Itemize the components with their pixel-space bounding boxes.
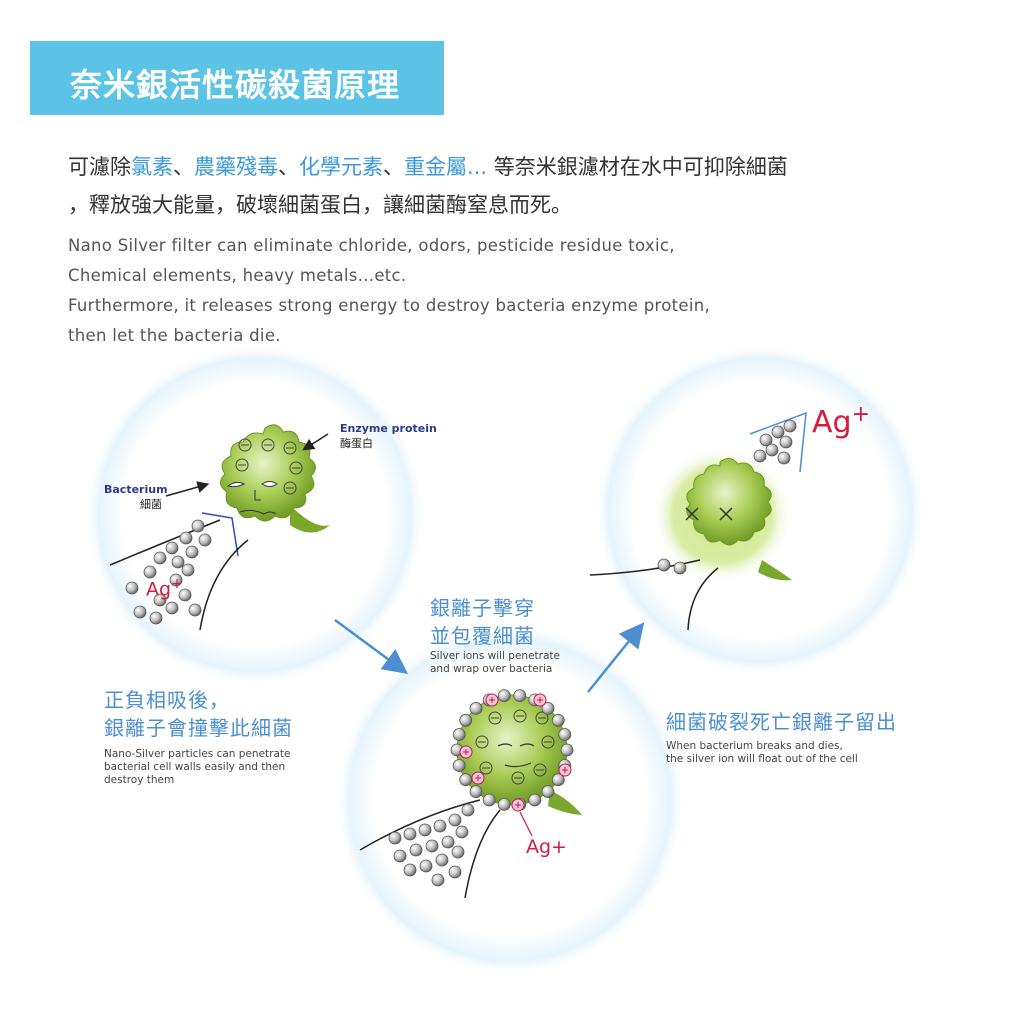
step3-illustration (589, 411, 807, 631)
desc-en-line: Furthermore, it releases strong energy t… (68, 296, 711, 315)
silver-ion (469, 702, 483, 715)
step1-caption-zh: 正負相吸後， 銀離子會撞擊此細菌 (104, 686, 293, 742)
silver-ion (528, 793, 542, 807)
silver-ion (560, 743, 574, 757)
enzyme-protein-label: Enzyme protein 酶蛋白 (340, 421, 437, 451)
step2-caption-en: Silver ions will penetrate and wrap over… (430, 650, 560, 676)
description-en: Nano Silver filter can eliminate chlorid… (68, 231, 948, 351)
silver-ion (482, 793, 496, 807)
desc-en-line: Nano Silver filter can eliminate chlorid… (68, 236, 675, 255)
ag-symbol: Ag (146, 578, 172, 601)
silver-ion (558, 728, 572, 741)
bacterium-tail (290, 505, 330, 533)
bacterium-label-en: Bacterium (104, 483, 168, 496)
step3-caption-zh: 細菌破裂死亡銀離子留出 (666, 708, 897, 736)
ag-charge: + (851, 402, 871, 427)
silver-ion (513, 689, 527, 702)
caption-line: 銀離子擊穿 (430, 596, 535, 620)
highlight-chlorine: 氯素 (131, 155, 173, 179)
silver-ion (452, 728, 466, 741)
silver-ion (551, 773, 565, 787)
flow-arrow-2 (587, 622, 645, 693)
highlight-pesticide: 農藥殘毒 (194, 155, 278, 179)
bacterium-label: Bacterium 細菌 (104, 482, 168, 512)
step2-illustration (359, 689, 582, 899)
caption-line: Nano-Silver particles can penetrate (104, 748, 291, 760)
step2-caption-zh: 銀離子擊穿 並包覆細菌 (430, 594, 535, 650)
description-zh: 可濾除氯素、農藥殘毒、化學元素、重金屬... 等奈米銀濾材在水中可抑除細菌 ，釋… (68, 148, 998, 224)
caption-line: Silver ions will penetrate (430, 650, 560, 662)
separator: 、 (278, 155, 299, 179)
title-banner (30, 41, 444, 115)
caption-line: 銀離子會撞擊此細菌 (104, 716, 293, 740)
silver-ion (497, 798, 511, 811)
ag-label-step3: Ag+ (812, 398, 870, 440)
separator: 、 (173, 155, 194, 179)
highlight-heavy-metal: 重金屬... (404, 155, 488, 179)
desc-en-line: Chemical elements, heavy metals...etc. (68, 266, 407, 285)
caption-line: and wrap over bacteria (430, 663, 553, 675)
highlight-chemical: 化學元素 (299, 155, 383, 179)
ag-label-step2: Ag+ (526, 836, 567, 858)
enzyme-label-en: Enzyme protein (340, 422, 437, 435)
desc-text: 等奈米銀濾材在水中可抑除細菌 (487, 155, 788, 179)
caption-line: bacterial cell walls easily and then (104, 761, 286, 773)
silver-ion (469, 785, 483, 798)
silver-ion (541, 785, 555, 798)
enzyme-label-zh: 酶蛋白 (340, 437, 373, 450)
silver-ion (551, 713, 565, 727)
step3-caption-en: When bacterium breaks and dies, the silv… (666, 740, 858, 766)
ag-label-step1: Ag+ (146, 576, 183, 600)
ag-charge: + (171, 576, 183, 592)
silver-ion (459, 713, 473, 727)
silver-particles (125, 519, 212, 625)
caption-line: 正負相吸後， (104, 688, 230, 712)
caption-line: 並包覆細菌 (430, 624, 535, 648)
silver-ion (459, 773, 473, 787)
step1-illustration (109, 424, 330, 631)
silver-ion (497, 689, 511, 702)
caption-line: When bacterium breaks and dies, (666, 740, 843, 752)
desc-line-2: ，釋放強大能量，破壞細菌蛋白，讓細菌酶窒息而死。 (68, 193, 572, 217)
silver-ion (541, 702, 555, 715)
separator: 、 (383, 155, 404, 179)
flow-arrow-1 (334, 618, 409, 674)
ag-symbol: Ag (812, 405, 852, 440)
bacterium-label-zh: 細菌 (140, 498, 162, 511)
page-title: 奈米銀活性碳殺菌原理 (70, 66, 401, 104)
step1-caption-en: Nano-Silver particles can penetrate bact… (104, 748, 290, 787)
caption-line: the silver ion will float out of the cel… (666, 753, 858, 765)
desc-en-line: then let the bacteria die. (68, 326, 281, 345)
desc-text: 可濾除 (68, 155, 131, 179)
caption-line: destroy them (104, 774, 175, 786)
silver-ion (452, 759, 466, 772)
caption-line: 細菌破裂死亡銀離子留出 (666, 710, 897, 734)
